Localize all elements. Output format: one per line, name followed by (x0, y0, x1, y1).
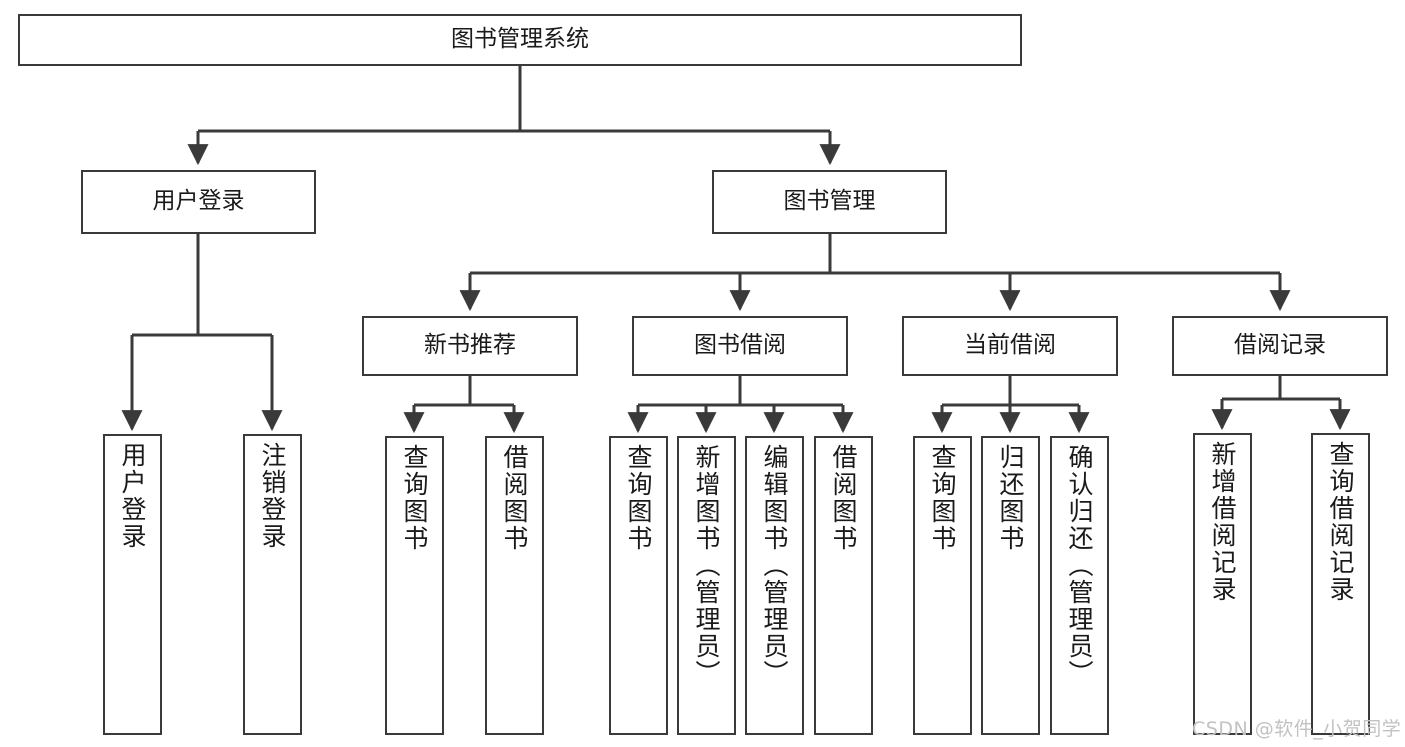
node-label: 查询图书 (928, 444, 957, 552)
node-root-system[interactable]: 图书管理系统 (18, 14, 1022, 66)
node-label: 图书借阅 (694, 332, 786, 359)
node-book-borrow[interactable]: 图书借阅 (632, 316, 848, 376)
leaf-book-borrow-add-book-admin[interactable]: 新增图书（管理员） (677, 436, 736, 735)
leaf-borrow-record-query-record[interactable]: 查询借阅记录 (1311, 433, 1370, 735)
leaf-book-borrow-query-book[interactable]: 查询图书 (609, 436, 668, 735)
node-label: 新增借阅记录 (1208, 441, 1237, 603)
leaf-current-borrow-confirm-return-admin[interactable]: 确认归还（管理员） (1050, 436, 1109, 735)
node-label: 借阅图书 (829, 444, 858, 552)
node-new-book-recommend[interactable]: 新书推荐 (362, 316, 578, 376)
node-label: 注销登录 (258, 442, 287, 550)
node-label: 借阅图书 (500, 444, 529, 552)
leaf-user-login-logout[interactable]: 注销登录 (243, 434, 302, 735)
leaf-current-borrow-query-book[interactable]: 查询图书 (913, 436, 972, 735)
node-label: 用户登录 (152, 188, 245, 215)
node-user-login[interactable]: 用户登录 (81, 170, 316, 234)
node-label: 确认归还（管理员） (1065, 444, 1094, 687)
node-label: 查询借阅记录 (1326, 441, 1355, 603)
leaf-user-login-login[interactable]: 用户登录 (103, 434, 162, 735)
node-label: 新书推荐 (424, 332, 516, 359)
node-label: 归还图书 (996, 444, 1025, 552)
node-label: 图书管理系统 (451, 26, 589, 53)
leaf-current-borrow-return-book[interactable]: 归还图书 (981, 436, 1040, 735)
leaf-book-borrow-borrow-book[interactable]: 借阅图书 (814, 436, 873, 735)
node-label: 新增图书（管理员） (692, 444, 721, 687)
node-label: 图书管理 (783, 188, 876, 215)
node-label: 当前借阅 (964, 332, 1056, 359)
node-book-management[interactable]: 图书管理 (712, 170, 947, 234)
node-label: 借阅记录 (1234, 332, 1326, 359)
csdn-watermark: CSDN @软件_小贺同学 (1192, 718, 1402, 740)
leaf-new-book-borrow-book[interactable]: 借阅图书 (485, 436, 544, 735)
node-current-borrow[interactable]: 当前借阅 (902, 316, 1118, 376)
node-label: 编辑图书（管理员） (760, 444, 789, 687)
node-label: 查询图书 (624, 444, 653, 552)
node-label: 用户登录 (118, 442, 147, 550)
leaf-book-borrow-edit-book-admin[interactable]: 编辑图书（管理员） (745, 436, 804, 735)
leaf-borrow-record-add-record[interactable]: 新增借阅记录 (1193, 433, 1252, 735)
node-label: 查询图书 (400, 444, 429, 552)
node-borrow-record[interactable]: 借阅记录 (1172, 316, 1388, 376)
leaf-new-book-query-book[interactable]: 查询图书 (385, 436, 444, 735)
